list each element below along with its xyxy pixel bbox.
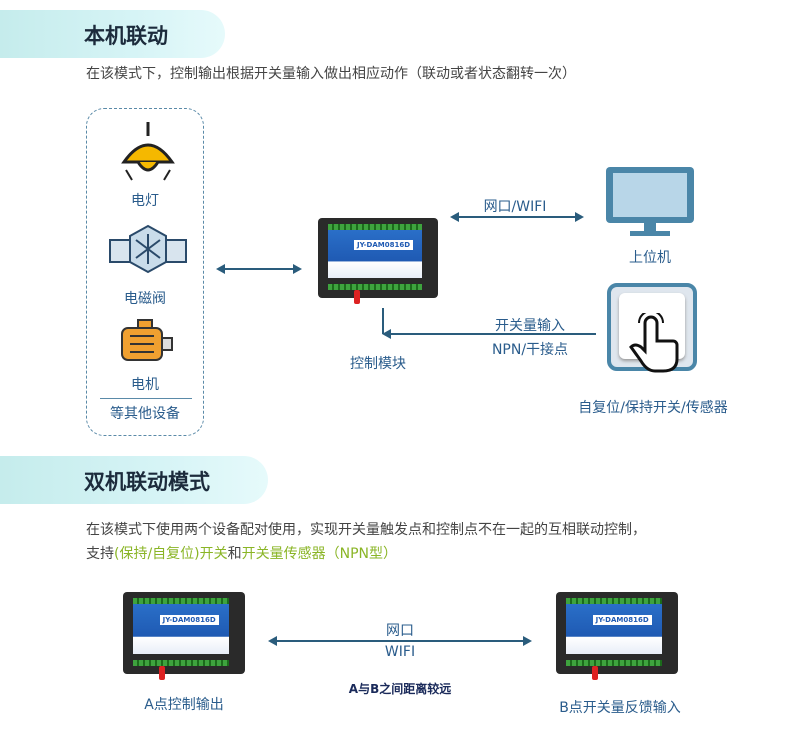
module-model-label: JY-DAM0816D	[354, 240, 414, 251]
bidirectional-arrow	[216, 264, 302, 274]
desc-prefix: 支持	[86, 546, 114, 562]
device-label-valve: 电磁阀	[124, 291, 166, 307]
other-devices-label: 等其他设备	[110, 406, 180, 422]
section-description: 在该模式下，控制输出根据开关量输入做出相应动作（联动或者状态翻转一次）	[86, 66, 576, 82]
input-arrow	[382, 329, 596, 339]
input-label: 开关量输入	[495, 318, 565, 334]
link-wifi-label: WIFI	[384, 644, 416, 660]
module-model-label: JY-DAM0816D	[159, 614, 219, 625]
device-group-box	[86, 108, 204, 436]
section-title: 本机联动	[84, 24, 168, 48]
module-label: 控制模块	[350, 356, 406, 372]
section-header-local-linkage: 本机联动	[0, 10, 225, 58]
switch-button-icon	[607, 283, 697, 373]
input-type-label: NPN/干接点	[491, 342, 569, 358]
link-network-label: 网口	[386, 623, 414, 639]
network-label: 网口/WIFI	[483, 199, 547, 215]
section-title: 双机联动模式	[84, 470, 210, 494]
device-label-motor: 电机	[131, 377, 159, 393]
solenoid-valve-icon	[109, 224, 187, 274]
switch-label: 自复位/保持开关/传感器	[578, 400, 728, 416]
network-arrow	[450, 212, 584, 222]
point-a-label: A点控制输出	[144, 697, 224, 713]
module-a-image: JY-DAM0816D	[123, 592, 245, 680]
module-model-label: JY-DAM0816D	[592, 614, 652, 625]
dual-link-arrow	[268, 636, 532, 646]
point-b-label: B点开关量反馈输入	[559, 700, 681, 716]
device-label-lamp: 电灯	[131, 193, 159, 209]
module-b-image: JY-DAM0816D	[556, 592, 678, 680]
distance-note: A与B之间距离较远	[348, 682, 452, 696]
section-description: 在该模式下使用两个设备配对使用，实现开关量触发点和控制点不在一起的互相联动控制，…	[86, 518, 646, 566]
section-header-dual-linkage: 双机联动模式	[0, 456, 268, 504]
desc-line1: 在该模式下使用两个设备配对使用，实现开关量触发点和控制点不在一起的互相联动控制，	[86, 522, 646, 538]
desc-sensor: 开关量传感器（NPN型）	[241, 546, 398, 562]
desc-and: 和	[227, 546, 242, 562]
pc-monitor-icon	[606, 167, 694, 236]
control-module-image: JY-DAM0816D	[318, 218, 438, 304]
divider	[100, 398, 192, 399]
motor-icon	[121, 319, 173, 361]
pc-label: 上位机	[629, 250, 671, 266]
desc-switch: (保持/自复位)开关	[114, 546, 228, 562]
connector-line	[382, 308, 384, 334]
lamp-icon	[121, 122, 175, 181]
